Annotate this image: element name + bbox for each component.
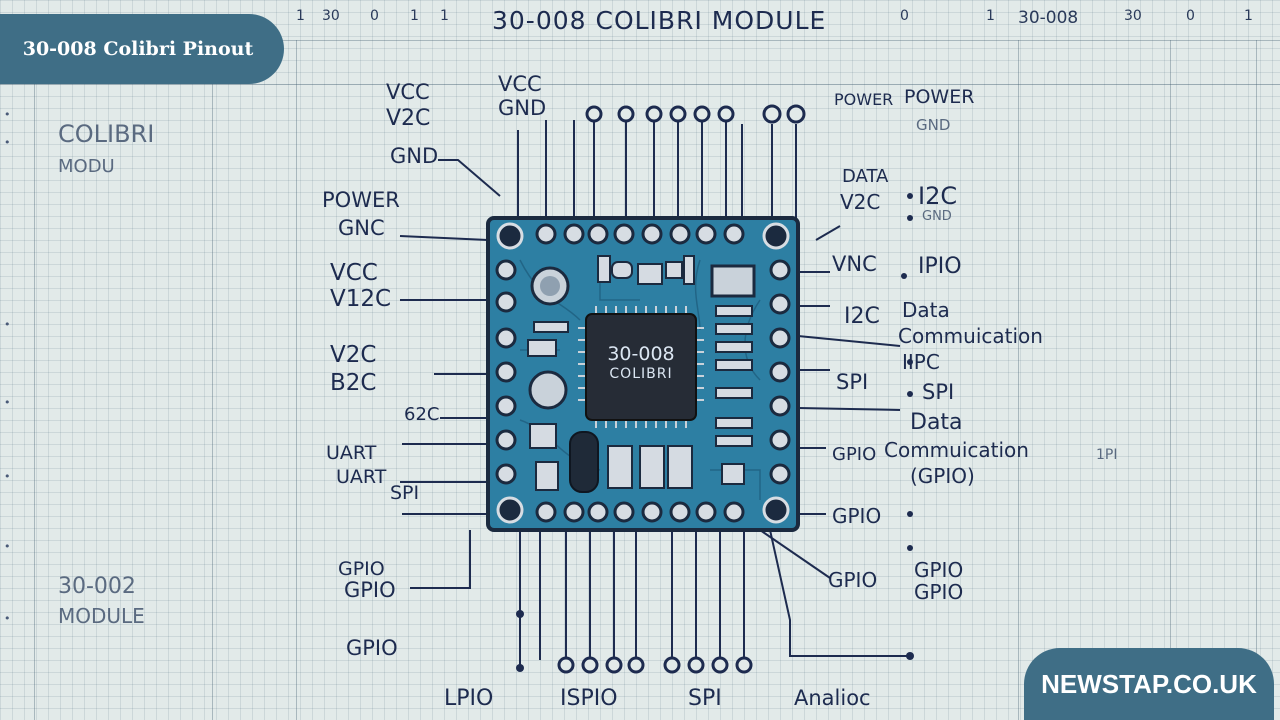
- grid-line: [1170, 40, 1171, 720]
- leader-dots: [516, 193, 914, 672]
- left-label: UART: [326, 442, 377, 464]
- ruler-mark: 1: [986, 8, 995, 24]
- bottom-label: SPI: [688, 686, 722, 711]
- left-label: UART: [336, 466, 387, 488]
- grid-line: [34, 40, 35, 720]
- bottom-label: LPIO: [444, 686, 494, 711]
- right-label: GND: [922, 209, 952, 224]
- left-label: VCC: [386, 80, 430, 104]
- left-label: VCC: [330, 260, 378, 286]
- top-label: GND: [498, 96, 547, 120]
- left-label: B2C: [330, 370, 377, 396]
- chip-name: 30-008: [607, 343, 675, 365]
- grid-line: [296, 40, 297, 720]
- ruler-mark: 0: [1186, 8, 1195, 24]
- left-label: V12C: [330, 286, 392, 312]
- site-badge[interactable]: NEWSTAP.CO.UK: [1024, 648, 1274, 720]
- right-label: I2C: [844, 304, 880, 329]
- edge-tick: •: [4, 136, 11, 149]
- bottom-label: ISPIO: [560, 686, 618, 711]
- header-rule: [0, 40, 1280, 41]
- side-note: 30-002: [58, 574, 136, 599]
- edge-tick: •: [4, 470, 11, 483]
- ruler-mark: 1: [410, 8, 419, 24]
- right-label: Data: [902, 298, 950, 322]
- top-terminals: [585, 104, 806, 124]
- chip-label: 30-008 COLIBRI: [586, 343, 696, 382]
- left-label: V2C: [386, 106, 431, 131]
- board-pads: [495, 223, 791, 523]
- grid-line: [1018, 40, 1019, 720]
- right-label: GPIO: [832, 504, 882, 528]
- site-badge-text: NEWSTAP.CO.UK: [1041, 668, 1257, 699]
- ruler-mark: 1: [296, 8, 305, 24]
- ruler-mark: 0: [900, 8, 909, 24]
- board-components: [527, 255, 756, 493]
- title-badge: 30-008 Colibri Pinout: [0, 14, 284, 84]
- right-label: DATA: [842, 166, 889, 187]
- ruler-mark: 30: [1124, 8, 1142, 24]
- right-label: GPIO: [828, 568, 878, 592]
- right-label: POWER: [834, 90, 894, 109]
- left-label: POWER: [322, 188, 400, 212]
- side-note: COLIBRI: [58, 120, 155, 148]
- side-note: MODU: [58, 156, 115, 177]
- edge-tick: •: [4, 612, 11, 625]
- right-label: V2C: [840, 190, 881, 214]
- main-ic: [578, 306, 704, 428]
- ruler-mark: 1: [440, 8, 449, 24]
- right-label: SPI: [836, 370, 869, 394]
- ruler-mark: 0: [370, 8, 379, 24]
- grid-line: [1256, 40, 1257, 720]
- left-label: SPI: [390, 482, 420, 504]
- header-title: 30-008 COLIBRI MODULE: [492, 6, 827, 35]
- right-label: Commuication: [884, 438, 1029, 462]
- top-label: VCC: [498, 72, 542, 96]
- left-label: 62C: [404, 404, 440, 425]
- right-label: Commuication: [898, 324, 1043, 348]
- ruler-mark: 1: [1244, 8, 1253, 24]
- leader-lines: [399, 120, 910, 670]
- edge-tick: •: [4, 108, 11, 121]
- title-badge-text: 30-008 Colibri Pinout: [22, 38, 254, 60]
- left-label: GPIO: [338, 558, 385, 580]
- ruler-mark: 30-008: [1018, 8, 1079, 28]
- left-label: GND: [390, 144, 439, 168]
- right-label: VNC: [832, 252, 877, 276]
- right-label: IIPC: [902, 350, 940, 374]
- ruler-mark: 30: [322, 8, 340, 24]
- right-label: GND: [916, 116, 951, 134]
- corner-pads: [496, 222, 790, 524]
- left-label: GPIO: [344, 578, 396, 602]
- edge-tick: •: [4, 318, 11, 331]
- bottom-terminals: [557, 656, 753, 674]
- right-label: GPIO: [914, 580, 964, 604]
- side-note: MODULE: [58, 604, 145, 628]
- right-label: (GPIO): [910, 464, 975, 488]
- chip-subtitle: COLIBRI: [609, 365, 673, 382]
- grid-line: [212, 40, 213, 720]
- right-label: 1PI: [1096, 447, 1118, 463]
- right-label: I2C: [918, 182, 958, 210]
- right-label: IPIO: [918, 254, 962, 279]
- edge-tick: •: [4, 396, 11, 409]
- right-label: POWER: [904, 86, 975, 108]
- grid-rule: [0, 84, 1280, 85]
- edge-tick: •: [4, 540, 11, 553]
- right-label: SPI: [922, 380, 955, 404]
- left-label: GNC: [338, 216, 385, 240]
- right-label: Data: [910, 410, 963, 435]
- bottom-label: Analioc: [794, 686, 871, 710]
- right-label: GPIO: [832, 444, 877, 465]
- right-label: GPIO: [914, 558, 964, 582]
- left-label: V2C: [330, 342, 377, 368]
- left-label: GPIO: [346, 636, 398, 660]
